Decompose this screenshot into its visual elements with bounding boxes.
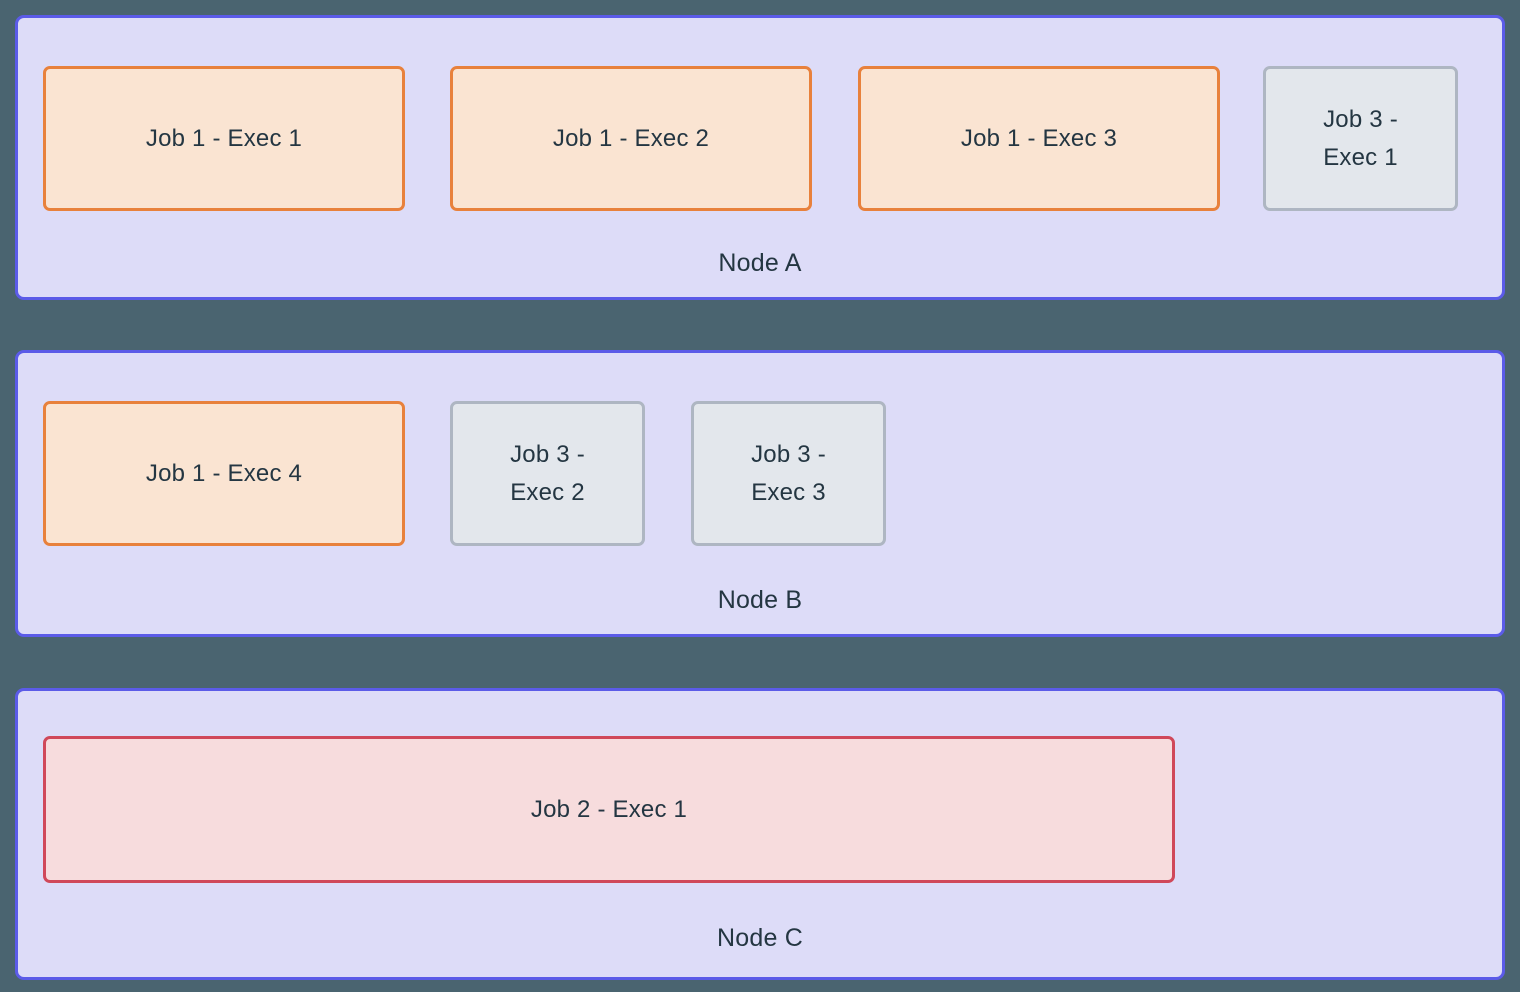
executor-box-job1-exec4[interactable]: Job 1 - Exec 4	[43, 401, 405, 546]
executor-box-job3-exec3[interactable]: Job 3 - Exec 3	[691, 401, 886, 546]
executor-label: Job 3 - Exec 2	[510, 440, 585, 506]
node-label-node-b: Node B	[717, 586, 803, 614]
node-container-node-a: Job 1 - Exec 1 Job 1 - Exec 2 Job 1 - Exec…	[15, 15, 1505, 300]
node-label-node-c: Node C	[717, 924, 803, 952]
node-container-node-c: Job 2 - Exec 1 Node C	[15, 688, 1505, 980]
executor-label: Job 1 - Exec 2	[552, 124, 710, 152]
executor-box-job3-exec2[interactable]: Job 3 - Exec 2	[450, 401, 645, 546]
node-container-node-b: Job 1 - Exec 4 Job 3 - Exec 2 Job 3 - Exec…	[15, 350, 1505, 637]
executor-label: Job 1 - Exec 3	[960, 124, 1118, 152]
executor-label: Job 3 - Exec 3	[751, 440, 826, 506]
executor-box-job1-exec1[interactable]: Job 1 - Exec 1	[43, 66, 405, 211]
executor-label: Job 2 - Exec 1	[530, 795, 688, 823]
executor-label: Job 1 - Exec 1	[145, 124, 303, 152]
node-label-node-a: Node A	[718, 249, 802, 277]
executor-box-job1-exec2[interactable]: Job 1 - Exec 2	[450, 66, 812, 211]
executor-box-job1-exec3[interactable]: Job 1 - Exec 3	[858, 66, 1220, 211]
executor-box-job3-exec1[interactable]: Job 3 - Exec 1	[1263, 66, 1458, 211]
executor-label: Job 3 - Exec 1	[1323, 105, 1398, 171]
executor-box-job2-exec1[interactable]: Job 2 - Exec 1	[43, 736, 1175, 883]
executor-label: Job 1 - Exec 4	[145, 459, 303, 487]
